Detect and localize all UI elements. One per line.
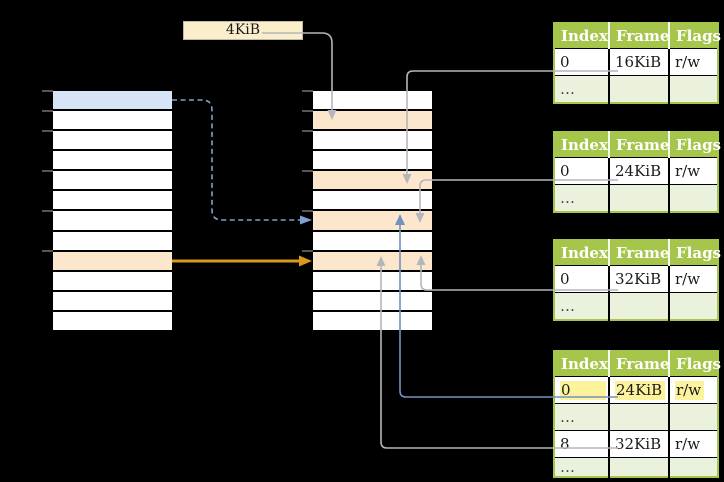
cell-flags xyxy=(668,184,718,212)
memory-row xyxy=(313,311,432,330)
cell-index: … xyxy=(554,184,609,212)
cell-index: 0 xyxy=(554,157,609,185)
memory-row xyxy=(313,151,432,172)
memory-row xyxy=(313,291,432,312)
header-index: Index xyxy=(554,240,609,266)
cell-index: … xyxy=(554,457,609,477)
memory-row-mapped-blue xyxy=(53,91,172,112)
memory-row xyxy=(53,131,172,152)
cell-index: … xyxy=(554,403,609,431)
header-flags: Flags xyxy=(668,240,721,266)
memory-row xyxy=(53,211,172,232)
memory-row xyxy=(53,171,172,192)
cell-frame xyxy=(608,403,669,431)
header-frame: Frame xyxy=(608,351,669,377)
cell-frame: 32KiB xyxy=(608,265,669,293)
cell-index: 0 xyxy=(554,376,609,404)
cell-index: 0 xyxy=(554,265,609,293)
cell-flags xyxy=(668,75,718,103)
table-row-ellipsis: … xyxy=(554,75,718,103)
highlight-mark: 0 xyxy=(560,380,606,400)
cell-flags xyxy=(668,403,718,431)
cell-index: 0 xyxy=(554,48,609,76)
memory-row xyxy=(53,291,172,312)
cell-frame xyxy=(608,457,669,477)
cell-frame xyxy=(608,75,669,103)
cell-flags: r/w xyxy=(668,376,718,404)
frame-table-16kib: Index Frame Flags 0 16KiB r/w … xyxy=(553,22,721,104)
memory-row xyxy=(53,111,172,132)
middle-memory-column xyxy=(313,91,432,330)
header-flags: Flags xyxy=(668,132,721,158)
header-index: Index xyxy=(554,351,609,377)
table-row: 0 16KiB r/w xyxy=(554,48,718,76)
cell-frame xyxy=(608,292,669,320)
table-row-ellipsis: … xyxy=(554,403,718,431)
cell-index: … xyxy=(554,75,609,103)
cell-index: … xyxy=(554,292,609,320)
frame-table-32kib: Index Frame Flags 0 32KiB r/w … xyxy=(553,239,721,321)
table-row: 0 32KiB r/w xyxy=(554,265,718,293)
cell-flags: r/w xyxy=(668,430,718,458)
table-row-ellipsis: … xyxy=(554,184,718,212)
cell-frame: 16KiB xyxy=(608,48,669,76)
memory-row xyxy=(313,91,432,112)
table-header-row: Index Frame Flags xyxy=(554,23,721,49)
cell-flags: r/w xyxy=(668,157,718,185)
cell-frame: 32KiB xyxy=(608,430,669,458)
cell-frame xyxy=(608,184,669,212)
header-frame: Frame xyxy=(608,240,669,266)
table-header-row: Index Frame Flags xyxy=(554,240,721,266)
header-index: Index xyxy=(554,132,609,158)
table-row: 0 24KiB r/w xyxy=(554,157,718,185)
cell-frame: 24KiB xyxy=(608,376,669,404)
frame-table-level1: Index Frame Flags 0 24KiB r/w … 8 32KiB … xyxy=(553,350,721,478)
table-header-row: Index Frame Flags xyxy=(554,351,721,377)
memory-row xyxy=(313,271,432,292)
table-row-ellipsis: … xyxy=(554,457,718,477)
table-header-row: Index Frame Flags xyxy=(554,132,721,158)
arrow-dashed-virtual-to-physical xyxy=(172,99,312,225)
memory-row xyxy=(53,231,172,252)
cell-index: 8 xyxy=(554,430,609,458)
header-flags: Flags xyxy=(668,351,721,377)
arrow-gold-virtual-to-physical xyxy=(172,255,312,267)
highlight-mark: r/w xyxy=(675,381,705,400)
memory-row xyxy=(53,151,172,172)
memory-row xyxy=(313,231,432,252)
memory-row xyxy=(53,311,172,330)
memory-row-frame-orange xyxy=(313,111,432,132)
memory-row xyxy=(313,191,432,212)
memory-row-frame-orange xyxy=(313,211,432,232)
table-row-ellipsis: … xyxy=(554,292,718,320)
page-size-label: 4KiB xyxy=(183,21,303,40)
cell-flags: r/w xyxy=(668,48,718,76)
memory-row xyxy=(313,131,432,152)
highlight-mark: 24KiB xyxy=(615,381,666,400)
cell-flags xyxy=(668,457,718,477)
table-row-highlighted: 0 24KiB r/w xyxy=(554,376,718,404)
left-memory-column xyxy=(53,91,172,330)
memory-row-mapped-orange xyxy=(53,251,172,272)
frame-table-24kib: Index Frame Flags 0 24KiB r/w … xyxy=(553,131,721,213)
memory-row xyxy=(53,191,172,212)
cell-flags xyxy=(668,292,718,320)
cell-frame: 24KiB xyxy=(608,157,669,185)
memory-row xyxy=(53,271,172,292)
header-frame: Frame xyxy=(608,132,669,158)
memory-row-frame-orange xyxy=(313,171,432,192)
header-frame: Frame xyxy=(608,23,669,49)
table-row: 8 32KiB r/w xyxy=(554,430,718,458)
cell-flags: r/w xyxy=(668,265,718,293)
memory-row-frame-orange xyxy=(313,251,432,272)
header-flags: Flags xyxy=(668,23,721,49)
header-index: Index xyxy=(554,23,609,49)
